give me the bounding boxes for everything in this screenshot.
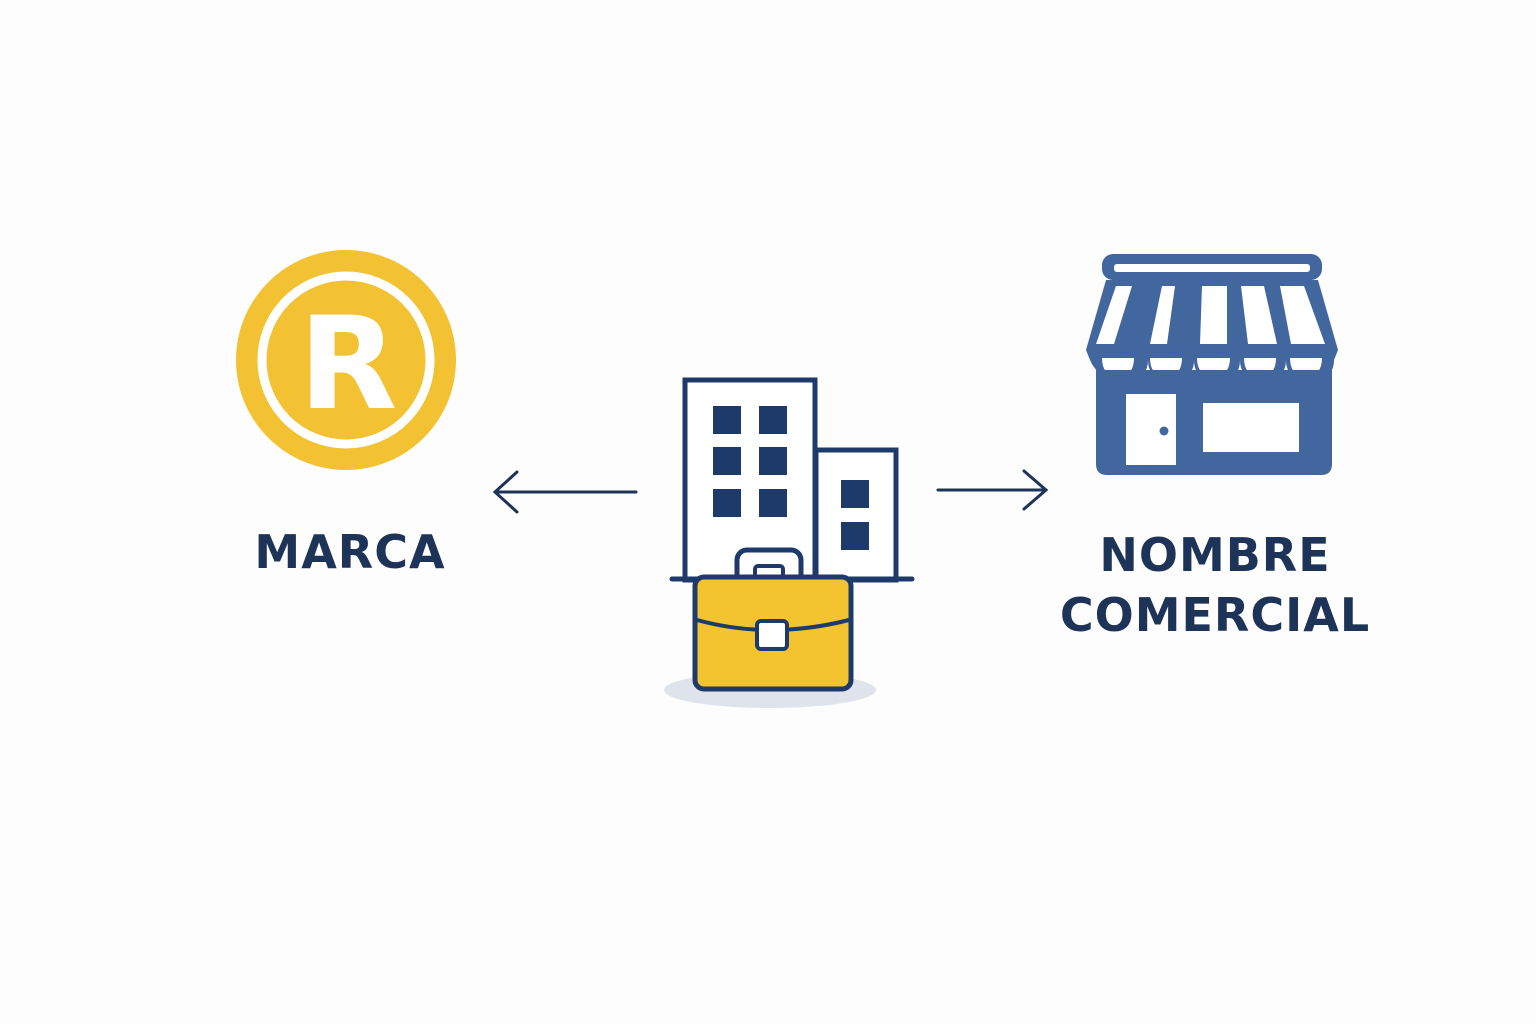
nombre-comercial-label: NOMBRE COMERCIAL — [1040, 525, 1390, 645]
marca-label: MARCA — [254, 525, 446, 579]
registered-letter: R — [299, 290, 398, 439]
nombre-comercial-line1: NOMBRE — [1099, 528, 1331, 582]
nombre-comercial-line2: COMERCIAL — [1059, 588, 1371, 642]
office-building-icon — [669, 377, 915, 583]
storefront-icon — [1086, 254, 1338, 475]
briefcase-icon — [692, 547, 854, 692]
registered-trademark-icon: R — [236, 250, 456, 470]
right-arrow-icon — [936, 469, 1049, 511]
left-arrow-icon — [492, 470, 638, 514]
